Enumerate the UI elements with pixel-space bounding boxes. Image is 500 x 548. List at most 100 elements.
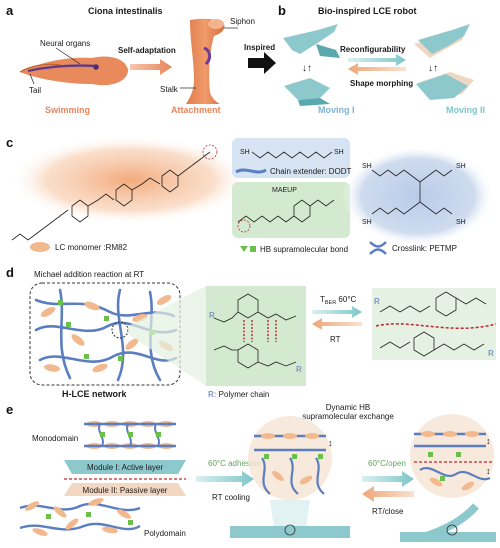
r-top-left: R (209, 311, 215, 320)
organism-name: Ciona intestinalis (88, 6, 163, 16)
attachment-label: Attachment (171, 105, 221, 115)
adhered-film (230, 526, 350, 538)
adhesion-arrow (196, 471, 254, 487)
adhered-arrow-mark: ↕ (328, 438, 333, 448)
open-label: 60°C/open (368, 459, 406, 468)
dodt-box (232, 138, 350, 178)
robot-bottom-right (416, 72, 474, 100)
self-adaptation-arrow (130, 59, 172, 75)
opened-zoom-mark (446, 524, 458, 536)
polydomain-diagram (19, 498, 141, 536)
panel-e: e Dynamic HB supramolecular exchange Mon… (6, 402, 496, 542)
polydomain-label: Polydomain (144, 529, 186, 538)
network-box (29, 282, 181, 386)
stalk-label: Stalk (160, 85, 179, 94)
reconfig-arrow-back (348, 63, 406, 75)
neural-organ-dot (93, 64, 99, 70)
larva-tail-fin (19, 63, 61, 73)
panel-c: c LC monomer :RM82 SH SH Chain extender:… (6, 135, 494, 255)
adult-neural (203, 46, 212, 66)
leader-neural (55, 47, 81, 65)
hb-icon (240, 246, 256, 252)
inspired-arrow (248, 52, 276, 74)
tber-arrow (312, 306, 362, 318)
panel-label-a: a (6, 3, 14, 18)
maeup-box (232, 182, 350, 238)
rm82-glow (10, 136, 250, 224)
petmp-sh-3: SH (362, 219, 372, 226)
neural-organs-label: Neural organs (40, 39, 90, 48)
dodt-chain (251, 151, 333, 159)
lc-monomer-icon (30, 242, 50, 252)
monodomain-label: Monodomain (32, 434, 78, 443)
moving-2-label: Moving II (446, 105, 485, 115)
rt-label: RT (330, 335, 341, 344)
adult-stalk (186, 18, 225, 104)
leader-tail (29, 73, 35, 85)
module-2-label: Module II: Passive layer (83, 486, 168, 495)
petmp-glow (342, 146, 494, 246)
open-arrow (362, 471, 414, 487)
crosslink-icon (369, 241, 387, 255)
opened-film-base (400, 532, 496, 542)
petmp-sh-2: SH (456, 163, 466, 170)
hb-detail-box (206, 286, 306, 386)
adhered-chains (254, 433, 326, 495)
petmp-sh-1: SH (362, 163, 372, 170)
adhered-zoom-mark (284, 524, 296, 536)
zoom-cone (128, 286, 206, 386)
panel-label-e: e (6, 402, 13, 417)
shape-morphing-label: Shape morphing (350, 79, 413, 88)
panel-b: b Bio-inspired LCE robot ↓↑ ↓↑ Reconfigu… (278, 3, 485, 115)
robot-top-right (414, 24, 470, 58)
robot-top-left (283, 24, 340, 58)
inspired-label: Inspired (244, 43, 275, 52)
polymer-chain-legend: R: Polymer chain (208, 390, 269, 399)
arrow-up-down-right: ↓↑ (428, 63, 438, 74)
maeup-structure (237, 199, 335, 233)
maeup-label: MAEUP (272, 187, 297, 194)
monodomain-diagram (84, 421, 176, 449)
separated-dash (375, 323, 497, 329)
panel-label-c: c (6, 135, 13, 150)
rm82-structure (11, 144, 218, 241)
opened-chains (414, 431, 491, 491)
separated-structure (379, 291, 487, 357)
reconfig-arrow (348, 54, 406, 66)
r-separated-bottom: R (488, 349, 494, 358)
adhesion-label: 60°C adhesion (208, 459, 261, 468)
module-1-layer (64, 460, 186, 474)
arrow-up-down-left: ↓↑ (302, 63, 312, 74)
reconfigurability-label: Reconfigurability (340, 45, 406, 54)
panel-label-d: d (6, 265, 14, 280)
panel-a: a Ciona intestinalis Neural organs Tail … (6, 3, 276, 115)
siphon-label: Siphon (230, 17, 255, 26)
robot-bottom-left (284, 78, 330, 106)
module-1-label: Module I: Active layer (87, 463, 163, 472)
crosslink-label: Crosslink: PETMP (392, 244, 457, 253)
opened-zoom-bg (410, 414, 494, 498)
dodt-sh-left: SH (240, 149, 250, 156)
moving-1-label: Moving I (318, 105, 355, 115)
rt-arrow (312, 318, 362, 330)
hb-detail-structure (213, 293, 297, 369)
dodt-sh-right: SH (334, 149, 344, 156)
close-label: RT/close (372, 507, 404, 516)
siphon-opening (208, 19, 224, 29)
chain-extender-label: Chain extender: DODT (270, 167, 351, 176)
adhered-cone (270, 500, 310, 528)
tber-label: TBER 60°C (320, 295, 357, 306)
panel-label-b: b (278, 3, 286, 18)
neural-organ (27, 64, 96, 73)
michael-reaction-label: Michael addition reaction at RT (34, 270, 144, 279)
r-bottom-right: R (296, 365, 302, 374)
opened-arrow-mark-1: ↕ (486, 436, 491, 446)
tail-label: Tail (29, 86, 41, 95)
lc-monomer-label: LC monomer :RM82 (55, 243, 128, 252)
dynamic-hb-line1: Dynamic HB (326, 403, 370, 412)
panel-d: d Michael addition reaction at RT (6, 265, 497, 399)
larva-body (20, 56, 128, 86)
dynamic-hb-line2: supramolecular exchange (302, 412, 394, 421)
opened-arrow-mark-2: ↕ (486, 466, 491, 476)
